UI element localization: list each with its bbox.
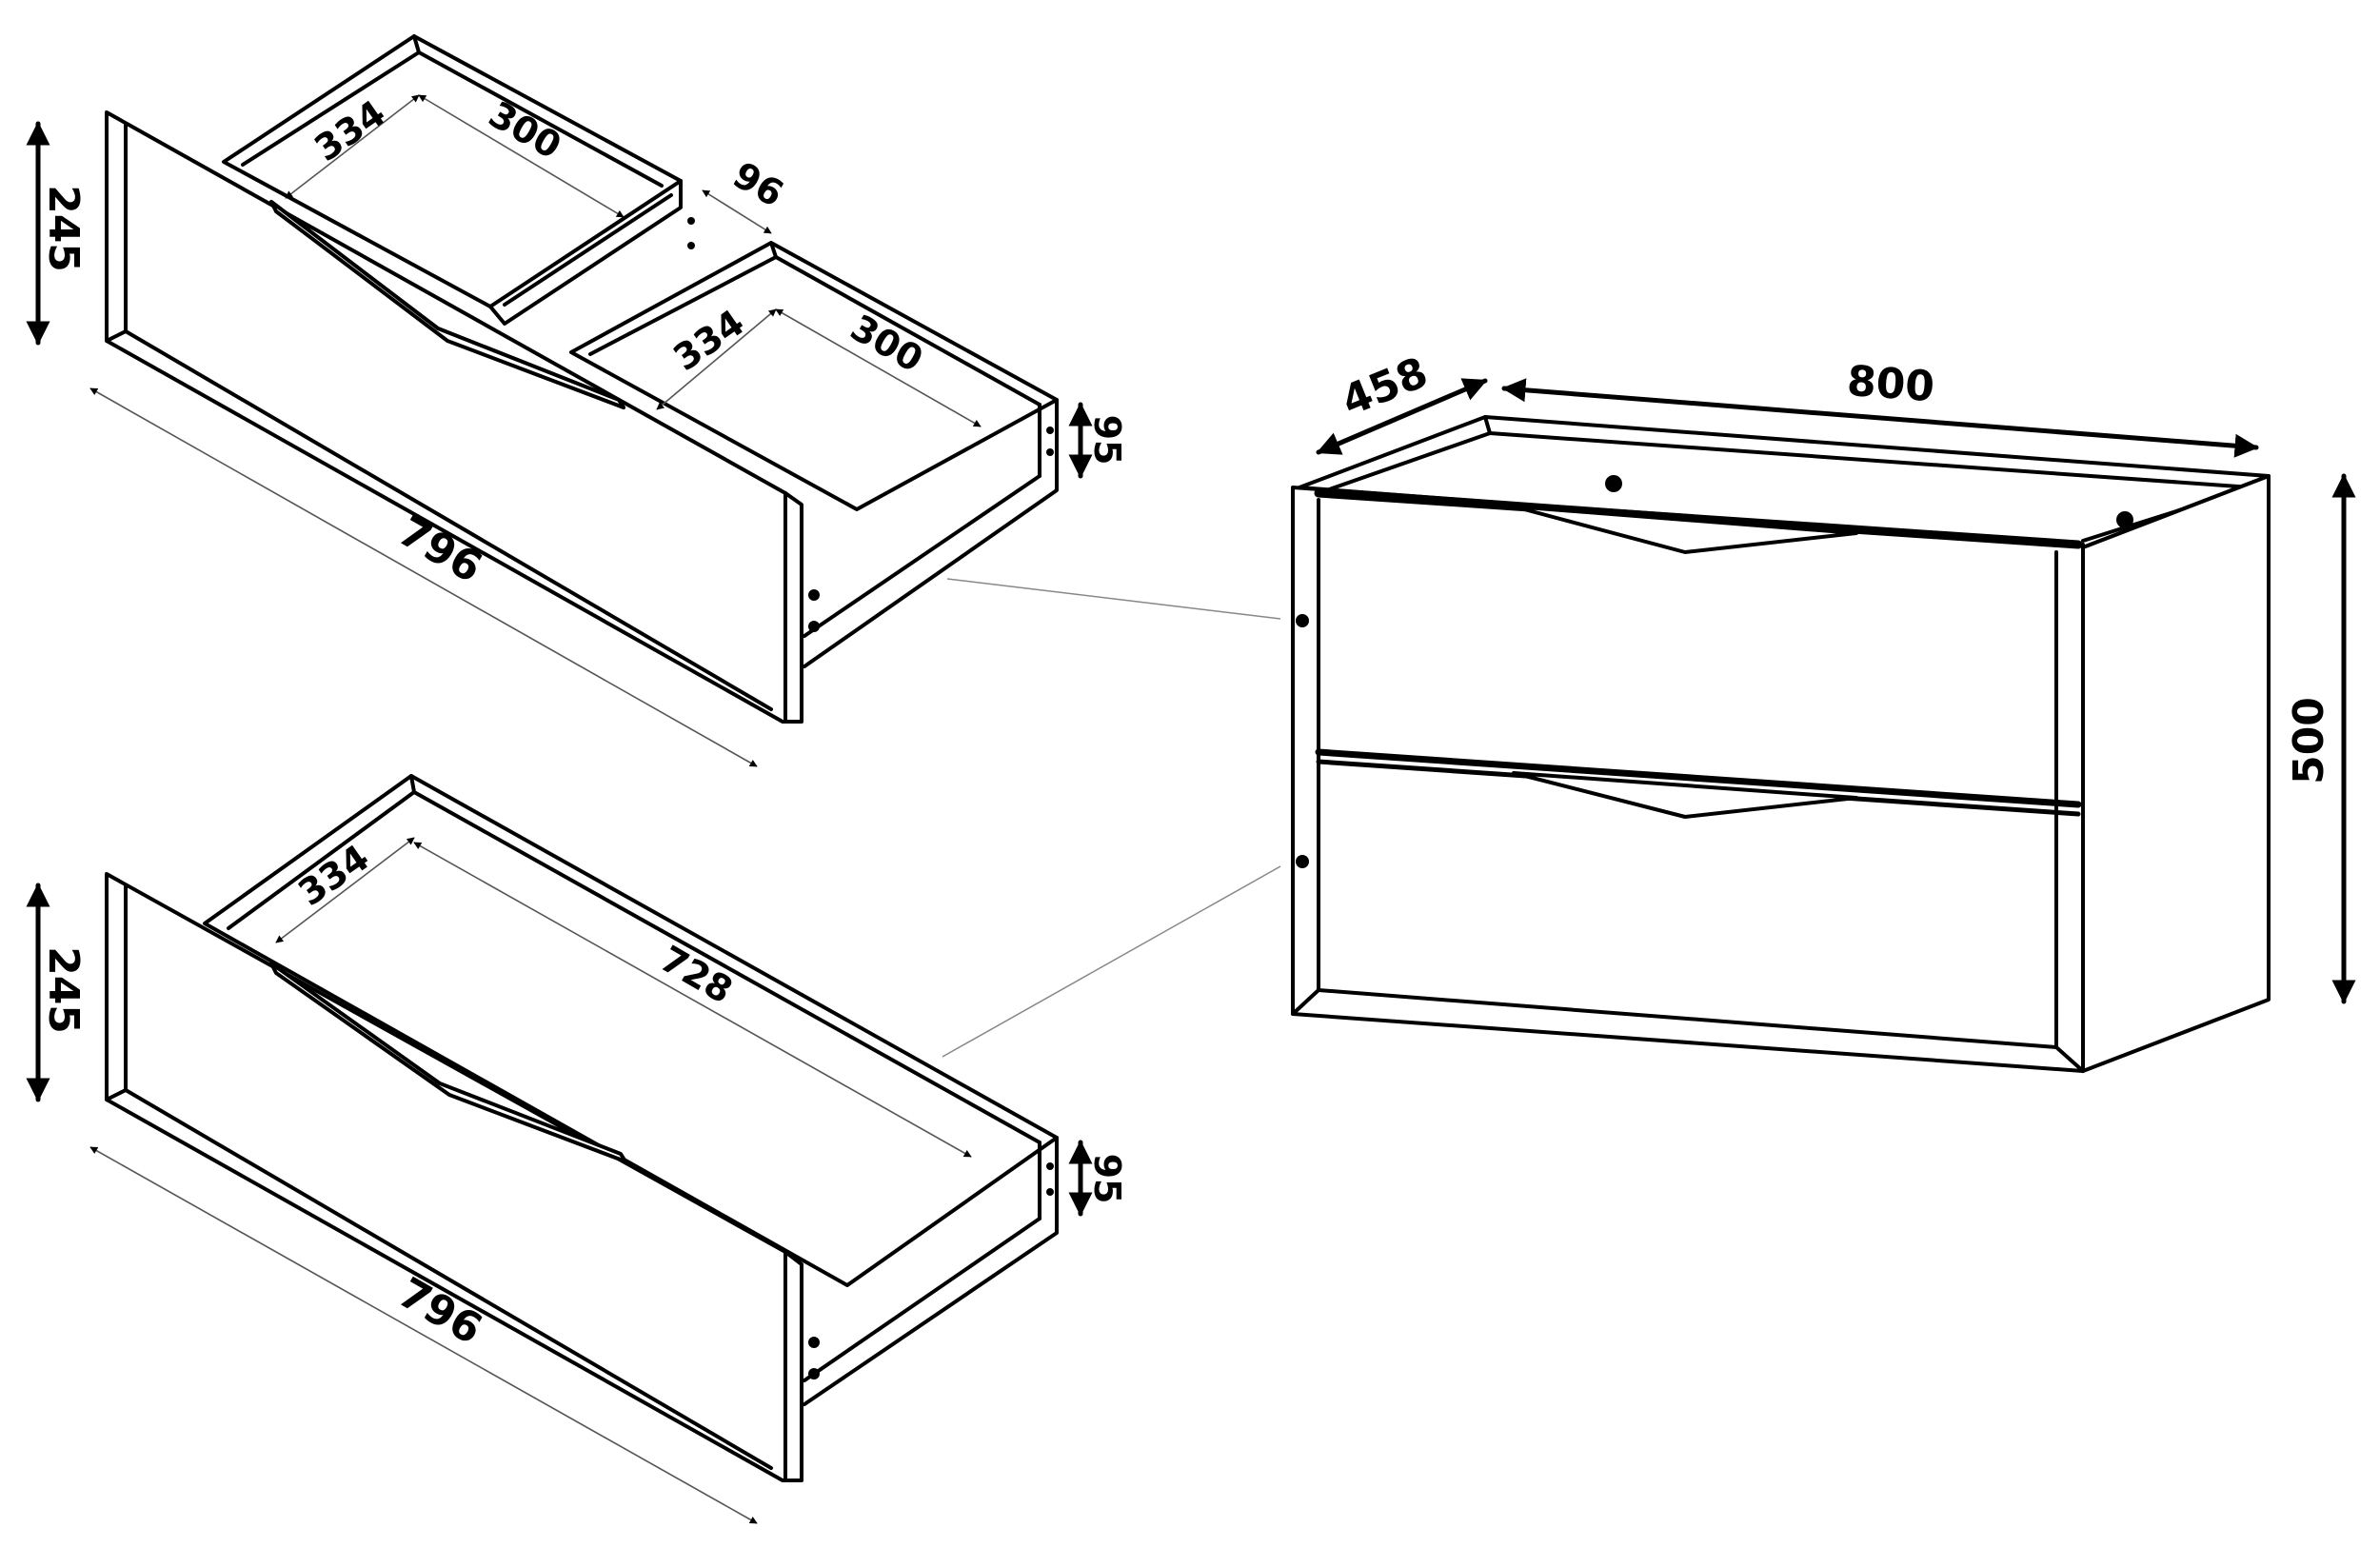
top-drawer: [105, 34, 1059, 724]
dim-label-top-box-height: 95: [1086, 415, 1128, 466]
cabinet-lower-drawer: [1316, 759, 2081, 819]
bottom-drawer: [105, 774, 1059, 1482]
cabinet: [1291, 415, 2271, 1073]
dim-arrow-cabinet-width: [1501, 378, 2259, 458]
dim-label-bottom-box-height: 95: [1086, 1154, 1128, 1204]
dim-label-top-height: 245: [39, 185, 88, 272]
dim-label-top-gap: 96: [726, 153, 791, 215]
dim-arrow-cabinet-depth: [1316, 378, 1488, 455]
dim-label-cabinet-depth: 458: [1335, 348, 1434, 427]
leader-line-bottom: [942, 865, 1281, 1058]
leader-line-top: [946, 578, 1281, 620]
dim-label-cabinet-height: 500: [2285, 697, 2333, 784]
dim-label-cabinet-width: 800: [1845, 357, 1935, 411]
cabinet-side: [2081, 474, 2271, 1073]
cabinet-upper-drawer: [1314, 488, 2083, 808]
dim-label-bottom-height: 245: [39, 946, 88, 1034]
